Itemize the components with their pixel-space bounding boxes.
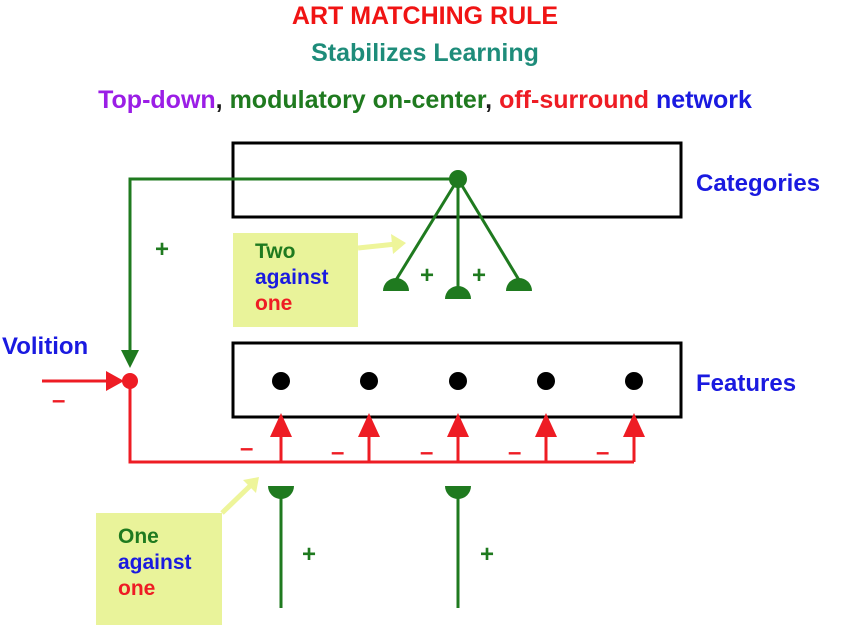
diagram-subtitle: Stabilizes Learning [311,39,539,67]
features-label: Features [696,370,797,397]
network-text: network [656,86,752,114]
feature-node-2 [360,372,378,390]
top-down-text: Top-down [98,86,216,114]
minus-sign-2: – [331,439,345,466]
note-line-against: against [255,266,329,289]
two-against-one-arrowhead [391,234,406,254]
comma-2: , [485,86,493,114]
off-surround-bus [128,381,634,464]
note-line-one-end: one [118,577,156,600]
one-against-one-note: One against one [96,513,222,625]
inhibition-arrowhead-3 [447,413,469,437]
modulatory-text: modulatory on-center [229,86,486,114]
note-line-two: Two [255,240,296,263]
volition-arrowhead [106,371,124,391]
plus-sign-input-1: + [302,541,317,568]
volition-label: Volition [2,333,89,360]
plus-sign-branch-2: + [472,262,487,289]
diagram-title: ART MATCHING RULE [291,2,559,30]
minus-sign-volition: – [52,387,66,414]
feature-inhibition-arrows [270,413,645,462]
two-against-one-arrow [357,241,397,251]
branch-right [456,178,521,281]
inhibition-arrowhead-5 [623,413,645,437]
feature-nodes [272,372,643,390]
inhibition-arrowhead-4 [535,413,557,437]
two-against-one-note: Two against one [233,233,358,327]
off-surround-text: off-surround [499,86,650,114]
minus-sign-1: – [240,435,254,462]
note-line-against-2: against [118,551,192,574]
one-against-one-arrowhead [243,477,259,493]
plus-sign-branch-1: + [420,262,435,289]
input-synapse-center [445,486,471,499]
one-against-one-arrow [220,484,252,515]
feature-node-5 [625,372,643,390]
feature-node-1 [272,372,290,390]
inhibition-arrowhead-2 [358,413,380,437]
minus-sign-3: – [420,439,434,466]
network-description: Top-down, modulatory on-center, off-surr… [0,86,850,115]
top-down-feedback-path [128,177,458,352]
comma-1: , [215,86,223,114]
synapse-left [383,278,409,291]
plus-sign-input-2: + [480,541,495,568]
inhibition-arrowhead-1 [270,413,292,437]
volition-node [122,373,138,389]
plus-sign-feedback: + [155,236,170,263]
input-synapse-left [268,486,294,499]
categories-label: Categories [696,170,821,197]
category-node [449,170,467,188]
synapse-right [506,278,532,291]
note-line-one-start: One [118,525,159,548]
feedback-arrowhead [121,350,139,368]
minus-sign-5: – [596,439,610,466]
branch-left [394,178,460,281]
synapse-center [445,286,471,299]
minus-sign-4: – [508,439,522,466]
feature-node-4 [537,372,555,390]
feature-node-3 [449,372,467,390]
note-line-one: one [255,292,293,315]
